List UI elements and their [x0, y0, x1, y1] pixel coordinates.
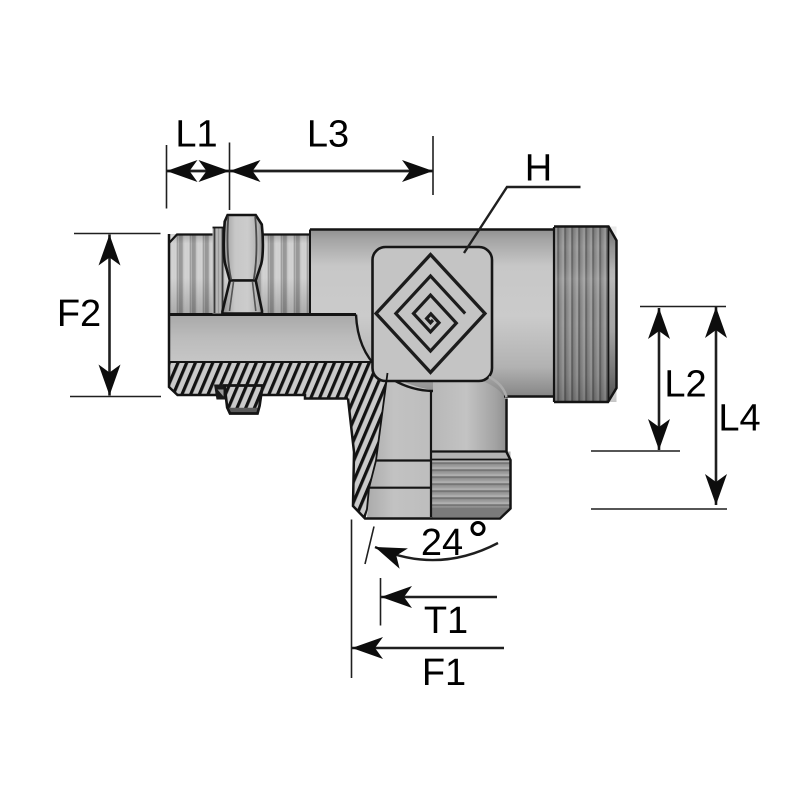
svg-text:L3: L3: [307, 114, 349, 156]
svg-text:T1: T1: [424, 600, 468, 642]
svg-text:24: 24: [421, 522, 463, 564]
svg-text:L2: L2: [664, 364, 706, 406]
svg-text:F2: F2: [57, 293, 101, 335]
svg-text:H: H: [525, 148, 552, 190]
svg-text:L4: L4: [718, 398, 760, 440]
svg-text:L1: L1: [175, 114, 217, 156]
svg-text:F1: F1: [422, 652, 466, 694]
